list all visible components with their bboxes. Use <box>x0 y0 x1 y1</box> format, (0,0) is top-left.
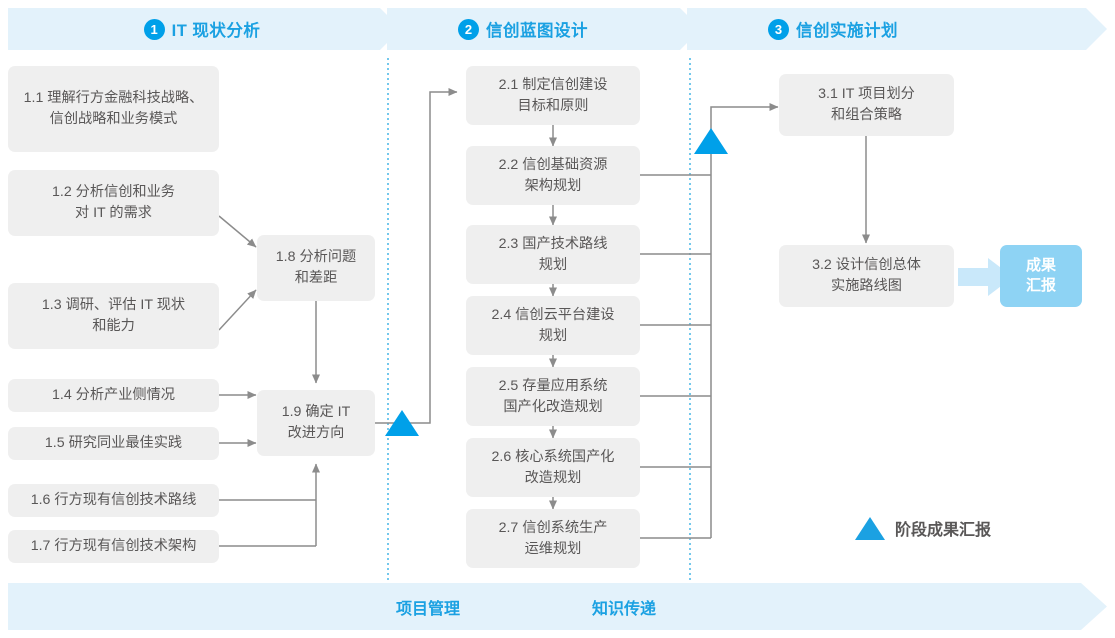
node-1-4[interactable]: 1.4 分析产业侧情况 <box>8 379 219 412</box>
milestone-triangle-2 <box>694 128 728 154</box>
node-1-2[interactable]: 1.2 分析信创和业务 对 IT 的需求 <box>8 170 219 236</box>
phase-tab-2[interactable]: 2 信创蓝图设计 <box>393 8 653 50</box>
bottom-banner: 项目管理 知识传递 <box>8 583 1107 630</box>
node-2-4[interactable]: 2.4 信创云平台建设 规划 <box>466 296 640 355</box>
phase-banner: 1 IT 现状分析 2 信创蓝图设计 3 信创实施计划 <box>8 8 1107 50</box>
node-1-5[interactable]: 1.5 研究同业最佳实践 <box>8 427 219 460</box>
node-1-8[interactable]: 1.8 分析问题 和差距 <box>257 235 375 301</box>
node-2-2[interactable]: 2.2 信创基础资源 架构规划 <box>466 146 640 205</box>
node-1-1[interactable]: 1.1 理解行方金融科技战略、 信创战略和业务模式 <box>8 66 219 152</box>
phase-title-2: 信创蓝图设计 <box>486 22 588 40</box>
bottom-banner-item-1[interactable]: 项目管理 <box>396 600 461 618</box>
phase-number-1: 1 <box>143 18 165 40</box>
milestone-triangle-icon <box>855 516 885 540</box>
node-1-3[interactable]: 1.3 调研、评估 IT 现状 和能力 <box>8 283 219 349</box>
node-2-5[interactable]: 2.5 存量应用系统 国产化改造规划 <box>466 367 640 426</box>
edge-1-3-to-1-8 <box>218 289 257 331</box>
edge-1-9-to-2-1 <box>375 88 458 424</box>
legend: 阶段成果汇报 <box>855 516 991 540</box>
phase-title-3: 信创实施计划 <box>796 22 898 40</box>
phase-title-1: IT 现状分析 <box>171 22 261 40</box>
bottom-banner-item-2[interactable]: 知识传递 <box>592 600 657 618</box>
node-2-3[interactable]: 2.3 国产技术路线 规划 <box>466 225 640 284</box>
node-1-7[interactable]: 1.7 行方现有信创技术架构 <box>8 530 219 563</box>
legend-label: 阶段成果汇报 <box>895 522 992 539</box>
phase-tab-3[interactable]: 3 信创实施计划 <box>693 8 973 50</box>
node-2-1[interactable]: 2.1 制定信创建设 目标和原则 <box>466 66 640 125</box>
result-report-box[interactable]: 成果 汇报 <box>1000 245 1082 307</box>
phase-number-2: 2 <box>458 18 479 40</box>
bottom-banner-shape <box>8 583 1107 630</box>
node-2-6[interactable]: 2.6 核心系统国产化 改造规划 <box>466 438 640 497</box>
node-1-6[interactable]: 1.6 行方现有信创技术路线 <box>8 484 219 517</box>
milestone-triangle-1 <box>385 410 419 436</box>
node-1-9[interactable]: 1.9 确定 IT 改进方向 <box>257 390 375 456</box>
edge-1-2-to-1-8 <box>218 215 257 248</box>
phase-tab-1[interactable]: 1 IT 现状分析 <box>72 8 332 50</box>
node-3-2[interactable]: 3.2 设计信创总体 实施路线图 <box>779 245 954 307</box>
node-2-7[interactable]: 2.7 信创系统生产 运维规划 <box>466 509 640 568</box>
phase-number-3: 3 <box>768 18 789 40</box>
edge-bus-to-3-1 <box>710 103 779 538</box>
node-3-1[interactable]: 3.1 IT 项目划分 和组合策略 <box>779 74 954 136</box>
